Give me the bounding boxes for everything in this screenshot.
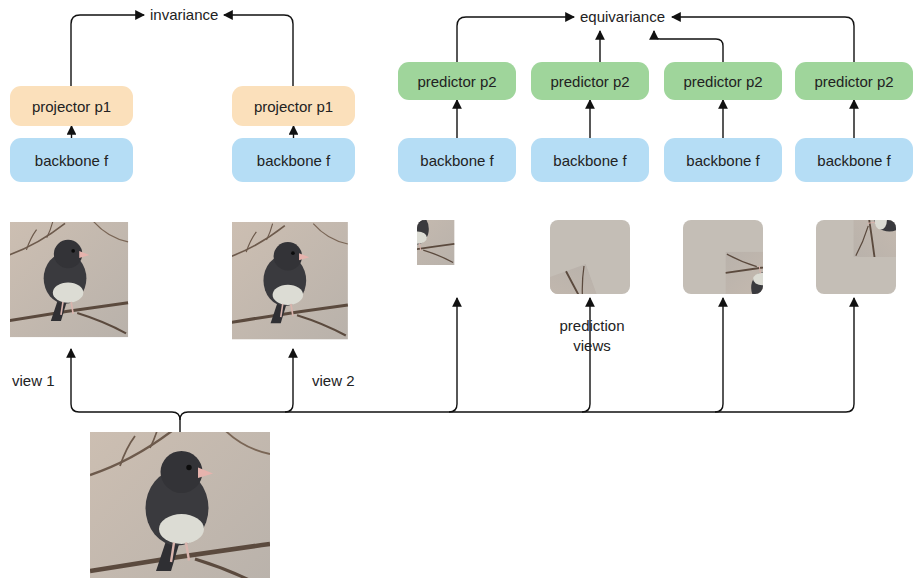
prediction-view (816, 220, 896, 294)
backbone-box: backbone f (398, 138, 516, 182)
view-image (226, 218, 348, 340)
view-arrows (71, 298, 854, 432)
node-text: backbone f (420, 152, 493, 169)
view-label: view 1 (12, 372, 55, 389)
node-text: backbone f (553, 152, 626, 169)
backbone-box: backbone f (795, 138, 913, 182)
predictor-box: predictor p2 (664, 62, 782, 100)
node-text: backbone f (817, 152, 890, 169)
node-text: backbone f (257, 152, 330, 169)
connector-arrow (589, 100, 590, 138)
projector-box: projector p1 (232, 86, 355, 126)
source-image (90, 415, 270, 578)
backbone-box: backbone f (531, 138, 649, 182)
node-text: predictor p2 (417, 73, 496, 90)
prediction-view (550, 220, 630, 294)
connector-arrow (293, 126, 294, 138)
node-text: backbone f (35, 152, 108, 169)
backbone-box: backbone f (664, 138, 782, 182)
objective-label: equivariance (580, 8, 665, 25)
view-label: view 2 (312, 372, 355, 389)
connector-arrow (71, 126, 72, 138)
predictor-box: predictor p2 (531, 62, 649, 100)
objective-label: invariance (150, 6, 218, 23)
view-label: prediction views (552, 316, 632, 357)
connector-arrow (853, 100, 854, 138)
view-image (6, 215, 128, 337)
predictor-box: predictor p2 (795, 62, 913, 100)
connector-arrow (722, 100, 723, 138)
prediction-view (417, 220, 454, 265)
node-text: predictor p2 (550, 73, 629, 90)
backbone-box: backbone f (232, 138, 355, 182)
prediction-view (683, 220, 763, 294)
node-text: predictor p2 (814, 73, 893, 90)
backbone-box: backbone f (10, 138, 133, 182)
node-text: backbone f (686, 152, 759, 169)
predictor-box: predictor p2 (398, 62, 516, 100)
projector-box: projector p1 (10, 86, 133, 126)
node-text: predictor p2 (683, 73, 762, 90)
connector-arrow (456, 100, 457, 138)
node-text: projector p1 (32, 98, 111, 115)
node-text: projector p1 (254, 98, 333, 115)
